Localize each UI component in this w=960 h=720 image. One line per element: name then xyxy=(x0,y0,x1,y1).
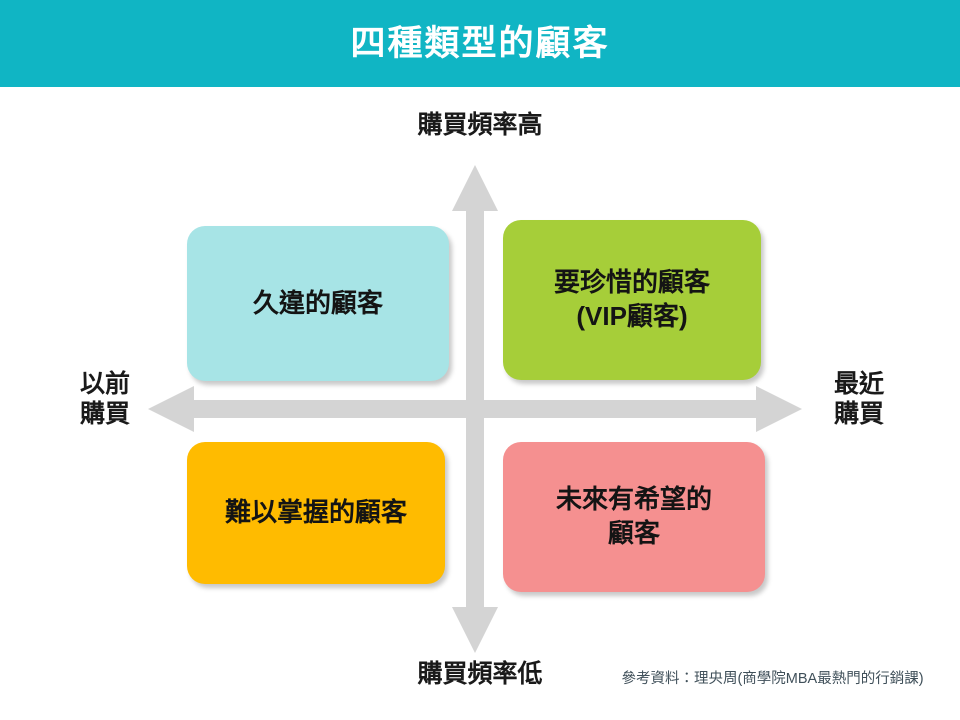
axis-label-bottom: 購買頻率低 xyxy=(0,660,960,690)
quadrant-card-promising-future-customers[interactable]: 未來有希望的 顧客 xyxy=(503,442,765,592)
quadrant-label-line2: (VIP顧客) xyxy=(576,301,688,331)
axis-label-left-line1: 以前 xyxy=(79,370,130,398)
quadrant-label: 未來有希望的 顧客 xyxy=(546,483,722,551)
quadrant-label: 久違的顧客 xyxy=(243,287,393,321)
source-citation: 參考資料：理央周(商學院MBA最熱門的行銷課) xyxy=(621,671,924,687)
axis-label-right-line1: 最近 xyxy=(833,370,884,398)
axis-label-left-line2: 購買 xyxy=(79,399,130,428)
quadrant-label: 難以掌握的顧客 xyxy=(215,496,417,530)
header-bar: 四種類型的顧客 xyxy=(0,0,960,87)
quadrant-card-vip-customers[interactable]: 要珍惜的顧客 (VIP顧客) xyxy=(503,220,761,380)
quadrant-label-line2: 顧客 xyxy=(607,518,660,548)
axis-label-bottom-text: 購買頻率低 xyxy=(417,660,543,688)
horizontal-axis-arrow-icon xyxy=(148,386,802,432)
quadrant-label-line1: 難以掌握的顧客 xyxy=(224,497,407,528)
axis-label-top-text: 購買頻率高 xyxy=(417,111,543,139)
axis-label-right-line2: 購買 xyxy=(833,399,884,428)
axis-label-right: 最近 購買 xyxy=(806,370,912,429)
axis-label-top: 購買頻率高 xyxy=(0,111,960,141)
axis-label-left: 以前 購買 xyxy=(52,370,158,429)
quadrant-diagram: 購買頻率高 購買頻率低 以前 購買 最近 購買 久違的顧客 要珍惜的顧客 (VI… xyxy=(0,87,960,720)
axis-arrows xyxy=(148,165,802,653)
quadrant-card-hard-to-grasp-customers[interactable]: 難以掌握的顧客 xyxy=(187,442,445,584)
quadrant-label-line1: 未來有希望的 xyxy=(555,484,712,515)
quadrant-label-line1: 久違的顧客 xyxy=(252,287,383,318)
quadrant-label: 要珍惜的顧客 (VIP顧客) xyxy=(544,266,720,334)
quadrant-label-line1: 要珍惜的顧客 xyxy=(553,267,710,298)
quadrant-card-long-lost-customers[interactable]: 久違的顧客 xyxy=(187,226,449,381)
page-title: 四種類型的顧客 xyxy=(350,24,610,63)
